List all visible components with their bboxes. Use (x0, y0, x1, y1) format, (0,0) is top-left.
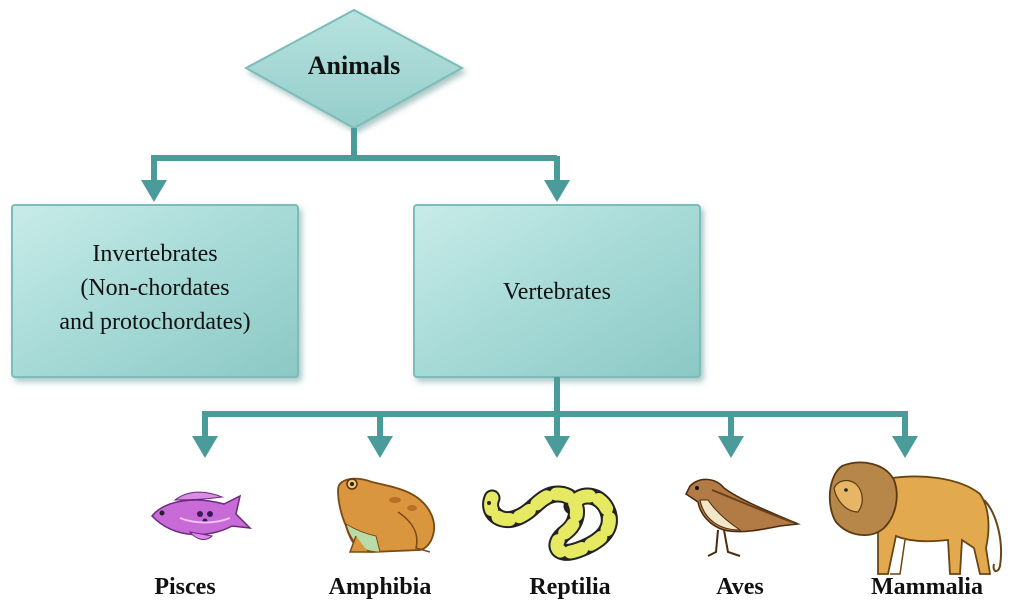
arrow-to-amphibia (367, 436, 393, 458)
vertebrates-label: Vertebrates (414, 275, 700, 309)
branch-arrows (141, 180, 570, 202)
arrow-to-reptilia (544, 436, 570, 458)
arrow-to-mammalia (892, 436, 918, 458)
bird-icon (686, 479, 798, 556)
class-arrows (192, 436, 918, 458)
arrow-to-vertebrates (544, 180, 570, 202)
class-label-pisces: Pisces (125, 574, 245, 601)
arrow-to-aves (718, 436, 744, 458)
snake-icon (487, 494, 609, 552)
class-connectors (202, 377, 908, 438)
root-label: Animals (274, 51, 434, 81)
class-label-aves: Aves (690, 574, 790, 601)
lion-icon (830, 462, 1001, 574)
arrow-to-invertebrates (141, 180, 167, 202)
arrow-to-pisces (192, 436, 218, 458)
frog-icon (338, 479, 434, 552)
root-connectors (151, 128, 557, 182)
fish-icon (152, 492, 250, 539)
invertebrates-label: Invertebrates (Non-chordates and protoch… (12, 237, 298, 339)
class-label-amphibia: Amphibia (300, 574, 460, 601)
class-label-mammalia: Mammalia (852, 574, 1002, 601)
class-label-reptilia: Reptilia (500, 574, 640, 601)
